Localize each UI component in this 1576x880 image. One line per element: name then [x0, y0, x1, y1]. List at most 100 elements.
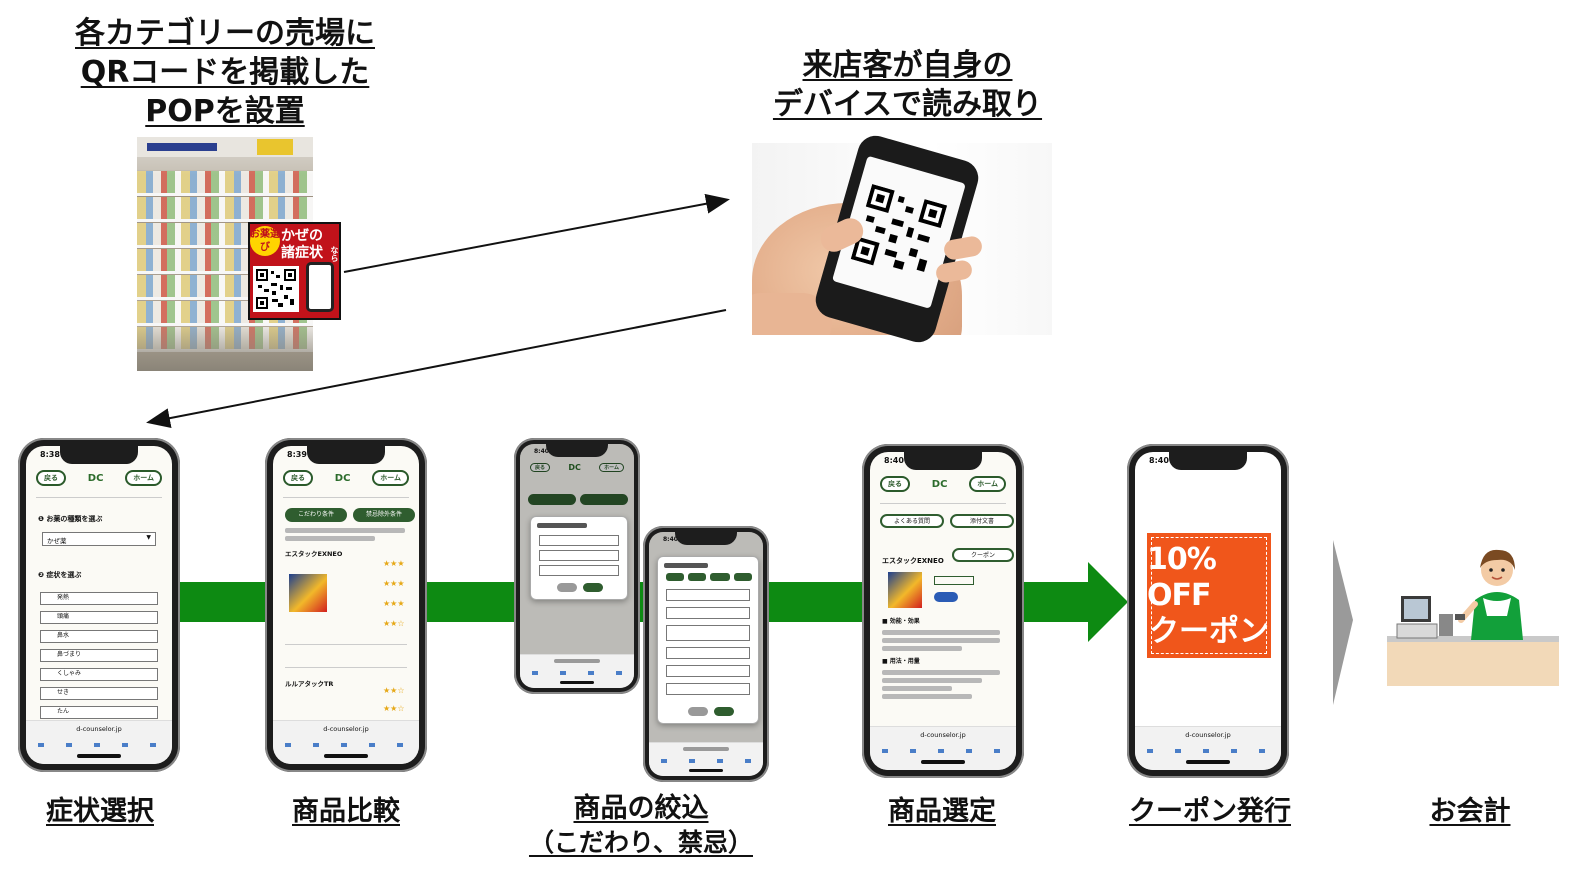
step-label-text: 商品の絞込	[573, 793, 709, 824]
flow-arrow-head	[1088, 562, 1128, 642]
browser-bar	[520, 654, 634, 688]
browser-bar: d-counselor.jp	[273, 720, 419, 764]
symptom-option[interactable]: 鼻水	[40, 630, 158, 643]
clerk-face	[1481, 554, 1513, 586]
contraindication-option[interactable]	[666, 647, 750, 659]
medicine-type-select[interactable]: かぜ薬 ▼	[42, 532, 156, 546]
contraindication-option[interactable]	[666, 589, 750, 601]
breadcrumb	[283, 492, 409, 498]
browser-bar: d-counselor.jp	[26, 720, 172, 764]
status-time: 8:38	[40, 450, 60, 459]
step-label-checkout: お会計	[1400, 795, 1540, 829]
pop-text-line1: かぜの	[281, 228, 323, 244]
dosage-title: ■ 用法・用量	[882, 658, 920, 665]
coupon-button[interactable]: クーポン	[952, 548, 1014, 562]
step-label-text: 商品選定	[888, 796, 996, 827]
back-button[interactable]: 戻る	[530, 462, 551, 472]
app-logo: DC	[87, 472, 104, 484]
symptom-title: ❷ 症状を選ぶ	[38, 571, 82, 579]
pop-heading-line1: 各カテゴリーの売場に	[75, 16, 375, 51]
phone-product-selection: 8:40 戻る DC ホーム よくある質問 添付文書 エスタックEXNEO クー…	[862, 444, 1024, 778]
phone-product-comparison: 8:39 戻る DC ホーム こだわり条件 禁忌除外条件 エスタックEXNEO …	[265, 438, 427, 772]
pop-qr-code-icon	[253, 266, 299, 312]
contraindication-button[interactable]: 禁忌除外条件	[353, 508, 415, 522]
coupon-card[interactable]: 10% OFF クーポン	[1147, 533, 1271, 658]
gray-chevron-icon	[1333, 540, 1353, 705]
home-button[interactable]: ホーム	[372, 470, 409, 486]
contraindication-option[interactable]	[666, 607, 750, 619]
chevron-down-icon: ▼	[146, 534, 151, 541]
back-button[interactable]: 戻る	[36, 470, 66, 486]
phone-screen-2: 8:39 戻る DC ホーム こだわり条件 禁忌除外条件 エスタックEXNEO …	[273, 446, 419, 764]
star-rating-icon: ★★☆★★☆	[383, 686, 405, 713]
package-insert-button[interactable]: 添付文書	[950, 514, 1014, 528]
symptom-option[interactable]: 鼻づまり	[40, 649, 158, 662]
app-logo: DC	[568, 462, 581, 472]
breadcrumb	[36, 492, 162, 498]
url-text: d-counselor.jp	[920, 731, 966, 739]
status-time: 8:40	[534, 448, 549, 455]
filter-option[interactable]	[539, 535, 619, 546]
scan-heading-line2: デバイスで読み取り	[772, 87, 1043, 122]
star-rating-icon: ★★★★★★★★★★★☆	[383, 559, 405, 628]
breadcrumb	[880, 498, 1006, 504]
browser-bar: d-counselor.jp	[1135, 726, 1281, 770]
selected-product-name: エスタックEXNEO	[882, 557, 944, 565]
contraindication-option[interactable]	[666, 683, 750, 695]
app-bar: 戻る DC ホーム	[530, 460, 624, 474]
back-button[interactable]: 戻る	[880, 476, 910, 492]
scan-heading-line1: 来店客が自身の	[802, 48, 1013, 83]
home-button[interactable]: ホーム	[599, 462, 624, 472]
ok-button[interactable]	[714, 707, 734, 716]
app-bar: 戻る DC ホーム	[880, 474, 1006, 494]
coupon-label: クーポン	[1149, 613, 1269, 649]
step-label-compare: 商品比較	[266, 795, 426, 829]
contraindication-option[interactable]	[666, 625, 750, 641]
phone-screen-4: 8:40 戻る DC ホーム よくある質問 添付文書 エスタックEXNEO クー…	[870, 452, 1016, 770]
phone-filter-preference: 8:40 戻る DC ホーム	[514, 438, 640, 694]
pop-text: かぜの 諸症状	[281, 228, 339, 262]
medicine-type-value: かぜ薬	[47, 537, 67, 545]
contraindication-option[interactable]	[666, 665, 750, 677]
app-bar: 戻る DC ホーム	[36, 468, 162, 488]
pop-heading-line3: POPを設置	[145, 94, 305, 129]
symptom-option[interactable]: せき	[40, 687, 158, 700]
phone-screen-1: 8:38 戻る DC ホーム ❶ お薬の種類を選ぶ かぜ薬 ▼ ❷ 症状を選ぶ …	[26, 446, 172, 764]
faq-button[interactable]: よくある質問	[880, 514, 944, 528]
home-button[interactable]: ホーム	[125, 470, 162, 486]
cancel-button[interactable]	[688, 707, 708, 716]
back-button[interactable]: 戻る	[283, 470, 313, 486]
cancel-button[interactable]	[557, 583, 577, 592]
filter-option[interactable]	[539, 565, 619, 576]
scan-heading: 来店客が自身の デバイスで読み取り	[735, 46, 1080, 124]
counter	[1387, 640, 1559, 686]
app-logo: DC	[334, 472, 351, 484]
ok-button[interactable]	[583, 583, 603, 592]
step-label-text: 商品比較	[292, 796, 400, 827]
contraindication-modal	[657, 556, 759, 724]
url-text: d-counselor.jp	[323, 725, 369, 733]
home-button[interactable]: ホーム	[969, 476, 1006, 492]
step-label-text: お会計	[1429, 796, 1511, 827]
symptom-option[interactable]: くしゃみ	[40, 668, 158, 681]
url-text: d-counselor.jp	[76, 725, 122, 733]
product-name-2[interactable]: ルルアタックTR	[285, 680, 334, 688]
pop-suffix: なら	[330, 246, 339, 262]
preference-button[interactable]: こだわり条件	[285, 508, 347, 522]
pop-heading: 各カテゴリーの売場に QRコードを掲載した POPを設置	[40, 14, 410, 131]
filter-option[interactable]	[539, 550, 619, 561]
app-bar: 戻る DC ホーム	[283, 468, 409, 488]
symptom-option[interactable]: たん	[40, 706, 158, 719]
product-image	[888, 572, 922, 608]
symptom-option[interactable]: 頭痛	[40, 611, 158, 624]
pop-text-line2: 諸症状	[281, 245, 323, 261]
coupon-discount: 10% OFF	[1147, 541, 1217, 613]
status-time: 8:40	[884, 456, 904, 465]
product-name-1[interactable]: エスタックEXNEO	[285, 550, 343, 558]
product-image	[289, 574, 327, 612]
step-label-text: クーポン発行	[1129, 796, 1291, 827]
step-label-select: 商品選定	[862, 795, 1022, 829]
step-label-symptom: 症状選択	[20, 795, 180, 829]
symptom-option[interactable]: 発熱	[40, 592, 158, 605]
